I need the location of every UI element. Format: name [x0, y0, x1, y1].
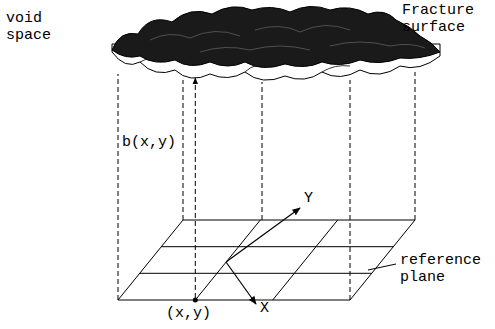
- aperture-label: b(x,y): [122, 134, 188, 151]
- projection-lines: [118, 72, 415, 300]
- x-axis: [226, 262, 256, 304]
- plane-label: reference plane: [400, 252, 486, 287]
- fracture-surface: [112, 6, 440, 67]
- axis-label: Y: [304, 190, 324, 207]
- point-label: (x,y): [166, 305, 226, 322]
- leader-line: [368, 264, 396, 270]
- surface-label: Fracture surface: [402, 2, 482, 37]
- point-marker: [193, 298, 198, 303]
- y-axis: [226, 208, 300, 262]
- surface-texture: [150, 25, 425, 52]
- aperture-line: [195, 78, 196, 298]
- axis-label: X: [260, 300, 280, 317]
- region-label: void space: [6, 10, 56, 45]
